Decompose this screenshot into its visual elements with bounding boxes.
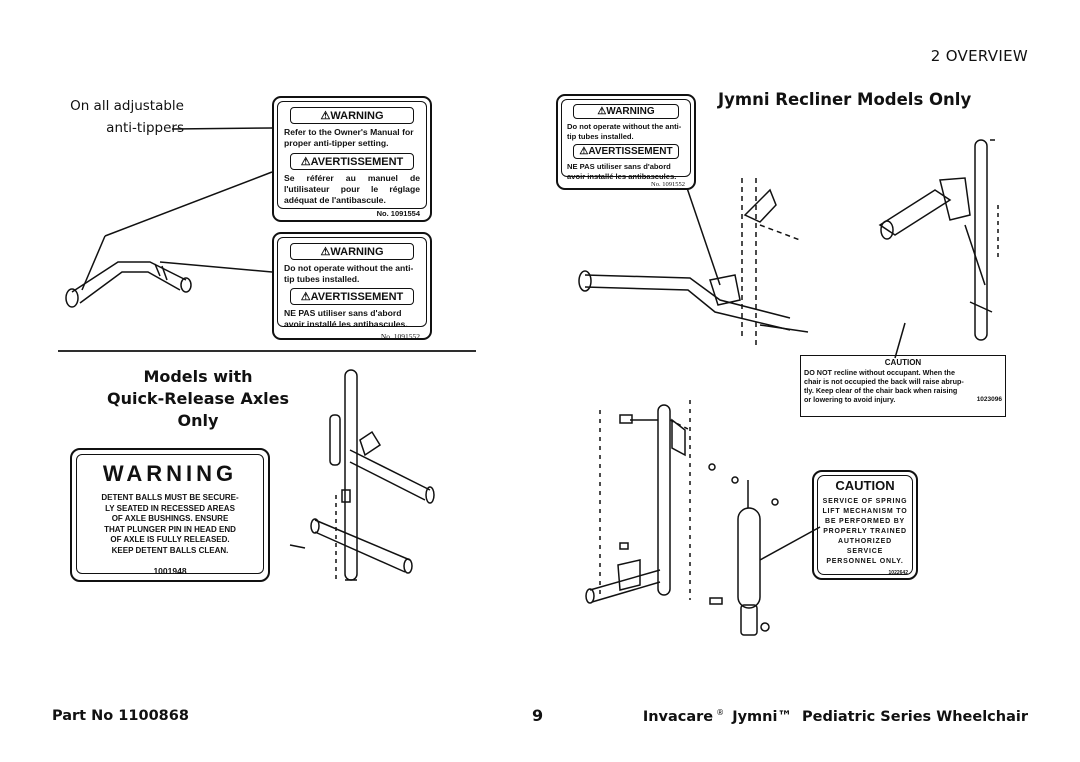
leader-recliner-label [685, 184, 721, 286]
warning-line: KEEP DETENT BALLS CLEAN. [111, 545, 229, 555]
spring-lift-drawing [585, 400, 821, 636]
warning-big-title: WARNING [102, 461, 238, 486]
caution-label-recline: CAUTION DO NOT recline without occupant.… [800, 355, 1006, 417]
avertissement-text: NE PAS utiliser sans d'abord avoir insta… [284, 308, 408, 329]
warning-label-anti-tip-small: ⚠WARNING Do not operate without the anti… [556, 94, 696, 190]
quick-release-title: Models with Quick-Release Axles Only [88, 366, 308, 432]
note-line-2: anti-tippers [106, 120, 184, 136]
caution-spring-title: CAUTION [835, 478, 895, 493]
note-line-1: On all adjustable [70, 98, 184, 114]
caution-line: or lowering to avoid injury. [804, 395, 896, 404]
footer-series: Pediatric Series Wheelchair [802, 708, 1028, 725]
warning-line: OF AXLE IS FULLY RELEASED. [110, 535, 230, 544]
recliner-drawing [578, 139, 999, 359]
caution-line: LIFT MECHANISM TO [822, 508, 908, 515]
warning-line: OF AXLE BUSHINGS. ENSURE [111, 514, 229, 523]
footer-brand: Invacare [642, 708, 714, 725]
recliner-title: Jymni Recliner Models Only [718, 90, 972, 109]
caution-spring-number: 1022642 [888, 570, 908, 576]
avertissement-text: Se référer au manuel de l'utilisateur po… [284, 173, 420, 205]
caution-line: tly. Keep clear of the chair back when r… [804, 386, 958, 395]
warning-line: DETENT BALLS MUST BE SECURE- [101, 493, 239, 502]
leader-to-label-2 [159, 261, 273, 273]
warning-text: Do not operate without the anti-tip tube… [284, 263, 414, 284]
avertissement-title-bar: ⚠AVERTISSEMENT [573, 144, 679, 159]
footer-part-number: Part No 1100868 [52, 708, 189, 724]
avertissement-title-bar: ⚠AVERTISSEMENT [290, 288, 414, 305]
label-number: No. 1091552 [380, 332, 420, 341]
warning-line: THAT PLUNGER PIN IN HEAD END [104, 524, 236, 534]
avertissement-text: NE PAS utiliser sans d'abord avoir insta… [567, 162, 677, 181]
leader-caution-recline [894, 322, 906, 359]
warning-big-number: 1001948 [153, 566, 187, 576]
warning-text: Refer to the Owner's Manual for proper a… [284, 127, 414, 148]
warning-line: LY SEATED IN RECESSED AREAS [105, 503, 235, 513]
warning-title-bar: ⚠WARNING [290, 107, 414, 124]
caution-recline-number: 1023096 [976, 396, 1002, 403]
warning-label-adjust: ⚠WARNING Refer to the Owner's Manual for… [272, 96, 432, 222]
registered-mark: ® [716, 708, 725, 717]
quick-release-title-line1: Models with [143, 367, 253, 386]
leader-caution-spring [759, 526, 821, 561]
caution-label-spring: CAUTION SERVICE OF SPRING LIFT MECHANISM… [812, 470, 918, 580]
warning-text: Do not operate without the anti-tip tube… [567, 122, 682, 141]
note-leader-line [171, 127, 273, 130]
avertissement-title-bar: ⚠AVERTISSEMENT [290, 153, 414, 170]
warning-label-detent-balls: WARNING DETENT BALLS MUST BE SECURE- LY … [70, 448, 270, 582]
warning-title-bar: ⚠WARNING [290, 243, 414, 260]
label-number: No. 1091554 [376, 209, 420, 218]
footer-product: Invacare® Jymni™ Pediatric Series Wheelc… [643, 708, 1028, 725]
caution-recline-lines: DO NOT recline without occupant. When th… [804, 368, 1002, 404]
quick-release-title-line2: Quick-Release Axles Only [106, 389, 290, 430]
trademark: ™ [777, 708, 792, 725]
warning-title-bar: ⚠WARNING [573, 104, 679, 119]
section-header: 2 OVERVIEW [930, 47, 1028, 65]
caution-line: BE PERFORMED BY [824, 518, 906, 525]
page-number: 9 [532, 706, 544, 725]
caution-recline-title: CAUTION [884, 358, 922, 367]
anti-tipper-drawing [65, 261, 192, 308]
adjustable-anti-tipper-note: On all adjustable anti-tippers [60, 95, 184, 139]
caution-line: SERVICE OF SPRING [822, 498, 908, 505]
warning-big-lines: DETENT BALLS MUST BE SECURE- LY SEATED I… [81, 493, 259, 556]
caution-line: AUTHORIZED SERVICE [838, 538, 892, 555]
caution-spring-lines: SERVICE OF SPRING LIFT MECHANISM TO BE P… [822, 497, 908, 567]
label-number: No. 1091552 [651, 181, 685, 188]
warning-label-anti-tip: ⚠WARNING Do not operate without the anti… [272, 232, 432, 341]
caution-line: DO NOT recline without occupant. When th… [804, 368, 955, 377]
caution-line: PERSONNEL ONLY. [826, 558, 904, 565]
caution-line: PROPERLY TRAINED [823, 528, 907, 535]
leader-to-label-1 [104, 171, 273, 237]
quick-release-drawing [289, 369, 435, 581]
caution-line: chair is not occupied the back will rais… [804, 377, 964, 386]
footer-product-name: Jymni [732, 708, 778, 725]
